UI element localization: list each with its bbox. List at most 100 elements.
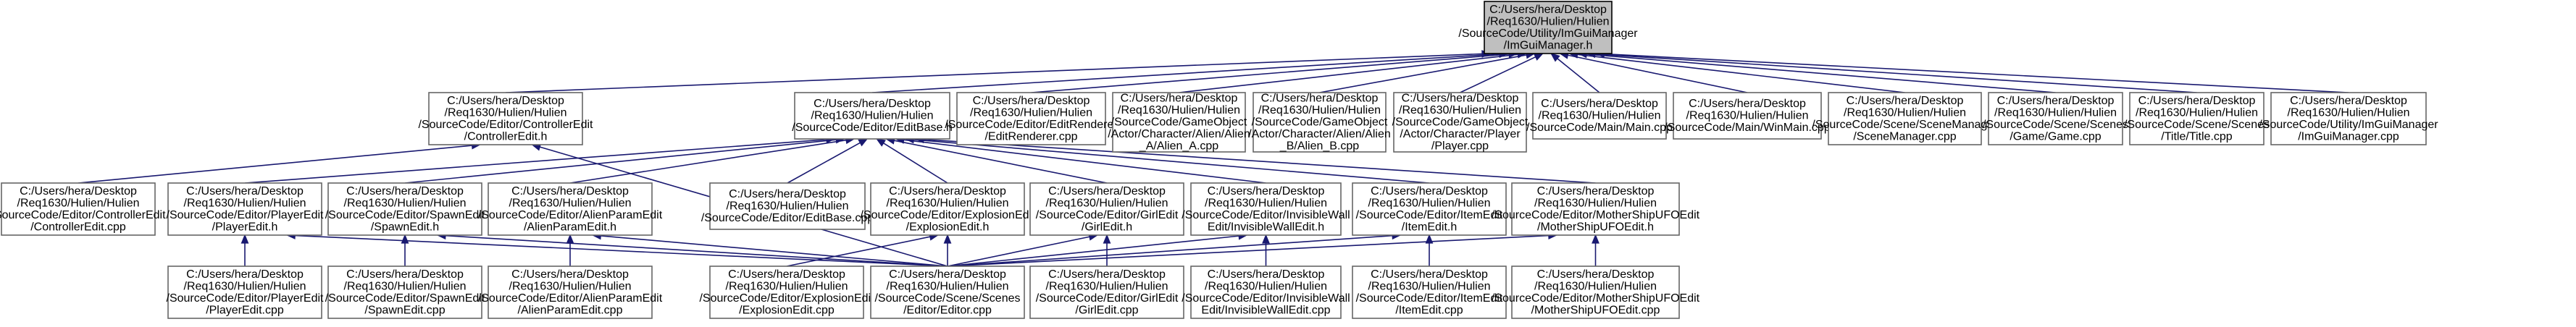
node-label-line: /ImGuiManager.cpp: [2298, 130, 2399, 143]
node-label-line: /SourceCode/Editor/ExplosionEdit: [860, 209, 1035, 221]
node-controller-edit-cpp[interactable]: C:/Users/hera/Desktop/Req1630/Hulien/Hul…: [0, 182, 166, 236]
node-label-line: /SourceCode/Editor/GirlEdit: [1036, 292, 1179, 305]
node-label-line: /Req1630/Hulien/Hulien: [1539, 110, 1661, 122]
node-label-line: /Req1630/Hulien/Hulien: [1994, 106, 2117, 119]
node-label-line: /SourceCode/Editor/PlayerEdit: [167, 292, 325, 305]
node-label-line: C:/Users/hera/Desktop: [889, 268, 1006, 281]
node-edit-base-cpp[interactable]: C:/Users/hera/Desktop/Req1630/Hulien/Hul…: [701, 182, 874, 230]
node-label-line: /Req1630/Hulien/Hulien: [1368, 280, 1491, 292]
edge-title_cpp-to-root: [1594, 53, 2197, 93]
node-box: [1, 182, 156, 236]
node-label-line: /SourceCode/Editor/MotherShipUFOEdit: [1492, 292, 1700, 305]
node-player-edit-cpp[interactable]: C:/Users/hera/Desktop/Req1630/Hulien/Hul…: [167, 266, 325, 319]
edge-editor_cpp-to-item_edit_h: [947, 234, 1393, 267]
edge-arrowhead: [566, 234, 574, 244]
node-win-main[interactable]: C:/Users/hera/Desktop/Req1630/Hulien/Hul…: [1664, 92, 1831, 140]
node-label-line: /Editor/Editor.cpp: [903, 304, 992, 316]
edge-player_cpp-to-root: [1460, 56, 1536, 93]
node-root[interactable]: C:/Users/hera/Desktop/Req1630/Hulien/Hul…: [1458, 1, 1638, 54]
node-alien-param-edit-cpp[interactable]: C:/Users/hera/Desktop/Req1630/Hulien/Hul…: [478, 266, 663, 319]
node-alien-b[interactable]: C:/Users/hera/Desktop/Req1630/Hulien/Hul…: [1248, 92, 1391, 153]
node-label-line: /SpawnEdit.h: [371, 221, 439, 233]
node-label-line: C:/Users/hera/Desktop: [2138, 95, 2256, 107]
node-alien-a[interactable]: C:/Users/hera/Desktop/Req1630/Hulien/Hul…: [1108, 92, 1250, 153]
node-mothership-h[interactable]: C:/Users/hera/Desktop/Req1630/Hulien/Hul…: [1492, 182, 1700, 236]
node-box: [167, 182, 322, 236]
edge-editor_cpp-to-girl_edit_h: [947, 236, 1090, 267]
node-mothership-cpp[interactable]: C:/Users/hera/Desktop/Req1630/Hulien/Hul…: [1492, 266, 1700, 319]
node-label-line: /GirlEdit.h: [1082, 221, 1132, 233]
node-label-line: /ExplosionEdit.cpp: [739, 304, 835, 316]
node-label-line: /SourceCode/Scene/Scenes: [1983, 119, 2128, 131]
node-label-line: /SpawnEdit.cpp: [364, 304, 445, 316]
node-label-line: C:/Users/hera/Desktop: [889, 185, 1006, 198]
node-label-line: /Req1630/Hulien/Hulien: [1368, 197, 1491, 209]
node-imgui-manager-cpp[interactable]: C:/Users/hera/Desktop/Req1630/Hulien/Hul…: [2259, 92, 2438, 145]
edge-player_edit_h-to-edit_base_h: [244, 139, 827, 184]
node-controller-edit-h[interactable]: C:/Users/hera/Desktop/Req1630/Hulien/Hul…: [418, 92, 593, 145]
edge-game_cpp-to-root: [1586, 54, 2056, 93]
node-game-cpp[interactable]: C:/Users/hera/Desktop/Req1630/Hulien/Hul…: [1983, 92, 2128, 145]
edge-editor_cpp-to-alien_param_edit_h: [601, 235, 948, 267]
node-spawn-edit-cpp[interactable]: C:/Users/hera/Desktop/Req1630/Hulien/Hul…: [325, 266, 485, 319]
node-girl-edit-h[interactable]: C:/Users/hera/Desktop/Req1630/Hulien/Hul…: [1029, 182, 1184, 236]
node-label-line: /SourceCode/Editor/MotherShipUFOEdit: [1492, 209, 1700, 221]
edge-arrowhead: [401, 234, 409, 244]
node-girl-edit-cpp[interactable]: C:/Users/hera/Desktop/Req1630/Hulien/Hul…: [1029, 266, 1184, 319]
node-box: [327, 266, 482, 319]
node-alien-param-edit-h[interactable]: C:/Users/hera/Desktop/Req1630/Hulien/Hul…: [478, 182, 663, 236]
node-label-line: C:/Users/hera/Desktop: [346, 185, 464, 198]
node-box: [1253, 92, 1387, 153]
node-item-edit-h[interactable]: C:/Users/hera/Desktop/Req1630/Hulien/Hul…: [1352, 182, 1507, 236]
node-item-edit-cpp[interactable]: C:/Users/hera/Desktop/Req1630/Hulien/Hul…: [1352, 266, 1507, 319]
node-label-line: /Req1630/Hulien/Hulien: [1046, 280, 1168, 292]
node-label-line: C:/Users/hera/Desktop: [186, 268, 304, 281]
node-label-line: C:/Users/hera/Desktop: [814, 98, 931, 110]
node-box: [1029, 266, 1184, 319]
node-box: [2129, 92, 2265, 145]
node-editor-cpp[interactable]: C:/Users/hera/Desktop/Req1630/Hulien/Hul…: [870, 266, 1025, 319]
node-scene-manager[interactable]: C:/Users/hera/Desktop/Req1630/Hulien/Hul…: [1812, 92, 1998, 145]
node-box: [1511, 266, 1680, 319]
node-main-cpp[interactable]: C:/Users/hera/Desktop/Req1630/Hulien/Hul…: [1526, 92, 1673, 140]
node-label-line: C:/Users/hera/Desktop: [447, 95, 564, 107]
node-invisible-wall-cpp[interactable]: C:/Users/hera/Desktop/Req1630/Hulien/Hul…: [1182, 266, 1350, 319]
node-label-line: C:/Users/hera/Desktop: [2290, 95, 2407, 107]
node-label-line: /SourceCode/Editor/GirlEdit: [1036, 209, 1179, 221]
edge-item_edit_h-to-edit_base_h: [913, 139, 1430, 184]
node-box: [1112, 92, 1246, 153]
node-box: [956, 92, 1106, 145]
edge-arrowhead: [1592, 234, 1599, 244]
node-label-line: /ItemEdit.h: [1402, 221, 1457, 233]
edge-alien_b-to-root: [1319, 54, 1527, 93]
node-player-edit-h[interactable]: C:/Users/hera/Desktop/Req1630/Hulien/Hul…: [167, 182, 325, 236]
node-edit-renderer[interactable]: C:/Users/hera/Desktop/Req1630/Hulien/Hul…: [945, 92, 1118, 145]
node-explosion-edit-h[interactable]: C:/Users/hera/Desktop/Req1630/Hulien/Hul…: [860, 182, 1035, 236]
node-label-line: /SourceCode/Editor/EditBase.h: [792, 122, 952, 134]
node-label-line: /SourceCode/Editor/EditRenderer: [945, 119, 1118, 131]
node-box: [870, 266, 1025, 319]
node-label-line: /SourceCode/Editor/InvisibleWall: [1182, 292, 1350, 305]
edge-arrowhead: [943, 234, 952, 244]
node-label-line: /SourceCode/Editor/AlienParamEdit: [478, 292, 663, 305]
node-player-cpp[interactable]: C:/Users/hera/Desktop/Req1630/Hulien/Hul…: [1392, 92, 1529, 153]
node-title-cpp[interactable]: C:/Users/hera/Desktop/Req1630/Hulien/Hul…: [2124, 92, 2270, 145]
node-box: [1988, 92, 2123, 145]
node-label-line: /Req1630/Hulien/Hulien: [1205, 280, 1327, 292]
node-edit-base-h[interactable]: C:/Users/hera/Desktop/Req1630/Hulien/Hul…: [792, 92, 953, 140]
node-label-line: C:/Users/hera/Desktop: [1689, 98, 1806, 110]
node-label-line: /Req1630/Hulien/Hulien: [1258, 104, 1381, 116]
node-box: [1673, 92, 1822, 140]
node-spawn-edit-h[interactable]: C:/Users/hera/Desktop/Req1630/Hulien/Hul…: [325, 182, 485, 236]
node-label-line: C:/Users/hera/Desktop: [1121, 93, 1238, 105]
node-label-line: /PlayerEdit.h: [212, 221, 278, 233]
node-explosion-edit-cpp[interactable]: C:/Users/hera/Desktop/Req1630/Hulien/Hul…: [699, 266, 874, 319]
edge-explosion_edit_cpp-to-explosion_edit_h: [786, 236, 931, 267]
edge-alien_param_edit_h-to-edit_base_h: [569, 139, 847, 184]
node-label-line: /Req1630/Hulien/Hulien: [1118, 104, 1240, 116]
node-invisible-wall-h[interactable]: C:/Users/hera/Desktop/Req1630/Hulien/Hul…: [1182, 182, 1350, 236]
node-label-line: C:/Users/hera/Desktop: [1048, 185, 1166, 198]
node-label-line: /AlienParamEdit.cpp: [518, 304, 623, 316]
node-label-line: /Player.cpp: [1431, 140, 1489, 153]
edge-editor_cpp-to-spawn_edit_h: [445, 234, 948, 267]
